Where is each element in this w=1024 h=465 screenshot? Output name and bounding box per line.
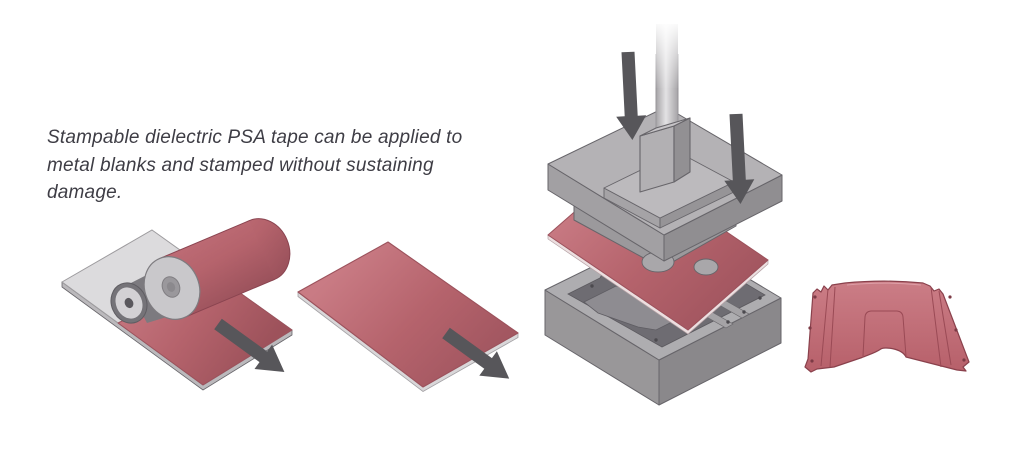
press-force-arrow-left-icon xyxy=(616,51,647,141)
figure-tape-roll-application xyxy=(61,218,293,391)
press-ram xyxy=(639,20,691,193)
flange-ridge-lines xyxy=(820,286,952,368)
feed-direction-arrow-icon xyxy=(214,318,285,372)
punch-holder-plate xyxy=(603,151,735,229)
figure-stamping-press xyxy=(544,20,783,406)
stamped-part xyxy=(804,280,970,373)
applicator-roller xyxy=(110,282,148,324)
caption-text: Stampable dielectric PSA tape can be app… xyxy=(47,124,477,207)
ram-block xyxy=(639,117,691,193)
figure-taped-blank xyxy=(297,241,519,392)
press-force-arrow-right-icon xyxy=(724,113,755,204)
figure-stamped-part xyxy=(804,280,970,373)
feed-direction-arrow-icon xyxy=(442,327,510,379)
caption-line-2: metal blanks and stamped without sustain… xyxy=(47,154,434,204)
caption-line-1: Stampable dielectric PSA tape can be app… xyxy=(47,127,463,148)
part-holes xyxy=(808,295,966,363)
